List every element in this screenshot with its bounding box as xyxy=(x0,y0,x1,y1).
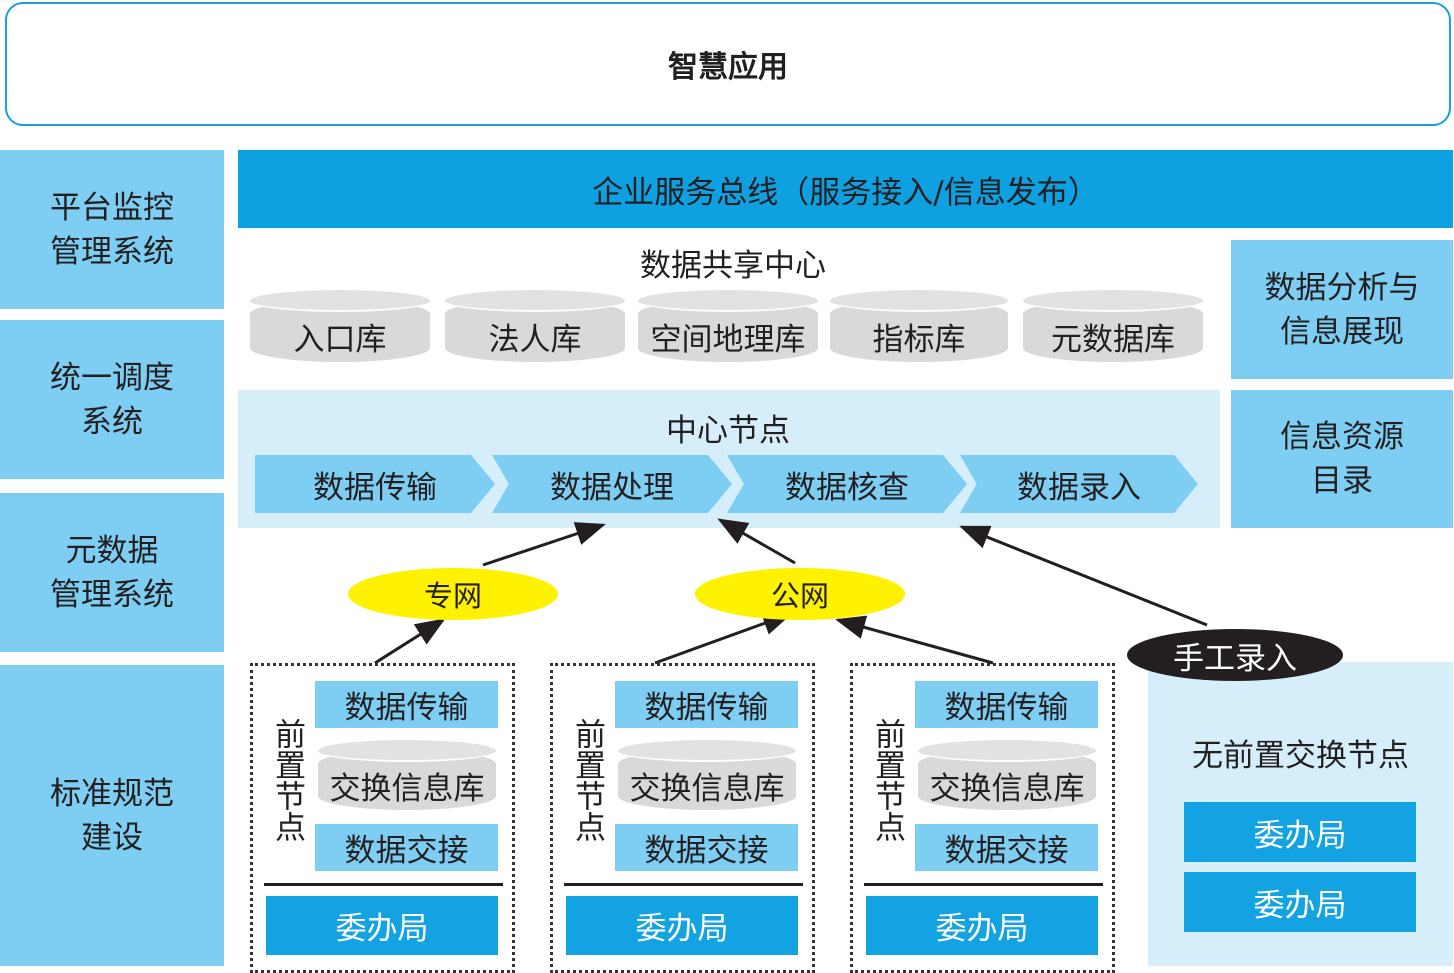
data-sharing-center-title: 数据共享中心 xyxy=(640,247,826,284)
arrow-front3-to-public xyxy=(835,615,994,665)
front-data-transfer: 数据传输 xyxy=(315,681,498,728)
front-data-handover: 数据交接 xyxy=(915,824,1098,871)
data-analysis-display: 数据分析与 信息展现 xyxy=(1231,240,1453,379)
database-legal-person: 法人库 xyxy=(445,290,625,362)
arrow-public-to-verification xyxy=(717,518,796,565)
bureau-box: 委办局 xyxy=(1184,872,1416,932)
exchange-info-database: 交换信息库 xyxy=(618,740,796,810)
step-data-verification: 数据核查 xyxy=(727,455,967,513)
database-spatial-geo: 空间地理库 xyxy=(638,290,818,362)
bureau-box: 委办局 xyxy=(566,896,798,955)
bureau-box: 委办局 xyxy=(266,896,498,955)
front-data-handover: 数据交接 xyxy=(615,824,798,871)
center-node-title: 中心节点 xyxy=(666,412,790,449)
public-network-ellipse: 公网 xyxy=(695,568,905,620)
platform-monitoring-system: 平台监控 管理系统 xyxy=(0,150,224,309)
arrow-private-to-processing xyxy=(482,522,606,567)
front-data-transfer: 数据传输 xyxy=(615,681,798,728)
database-metadata: 元数据库 xyxy=(1023,290,1203,362)
divider-line xyxy=(864,883,1103,886)
arrow-manual-to-entry xyxy=(959,525,1208,627)
step-data-transfer: 数据传输 xyxy=(255,455,495,513)
info-resource-catalog: 信息资源 目录 xyxy=(1231,390,1453,528)
private-network-ellipse: 专网 xyxy=(348,568,558,620)
database-indicator: 指标库 xyxy=(830,290,1008,362)
step-data-entry: 数据录入 xyxy=(960,455,1198,513)
smart-application-box: 智慧应用 xyxy=(5,2,1451,126)
bureau-box: 委办局 xyxy=(1184,802,1416,862)
front-data-handover: 数据交接 xyxy=(315,824,498,871)
manual-entry-ellipse: 手工录入 xyxy=(1127,629,1343,681)
front-node-label: 前置节点 xyxy=(869,718,905,842)
unified-scheduling-system: 统一调度 系统 xyxy=(0,320,224,479)
step-data-processing: 数据处理 xyxy=(492,455,732,513)
divider-line xyxy=(564,883,803,886)
exchange-info-database: 交换信息库 xyxy=(318,740,496,810)
bureau-box: 委办局 xyxy=(866,896,1098,955)
database-population: 入口库 xyxy=(250,290,430,362)
metadata-management-system: 元数据 管理系统 xyxy=(0,493,224,652)
front-data-transfer: 数据传输 xyxy=(915,681,1098,728)
divider-line xyxy=(264,883,503,886)
enterprise-service-bus: 企业服务总线（服务接入/信息发布） xyxy=(238,150,1453,228)
standards-construction: 标准规范 建设 xyxy=(0,665,224,966)
front-node-label: 前置节点 xyxy=(569,718,605,842)
arrow-front1-to-private xyxy=(374,618,446,665)
exchange-info-database: 交换信息库 xyxy=(918,740,1096,810)
no-front-node-title: 无前置交换节点 xyxy=(1192,737,1409,774)
arrow-front2-to-public xyxy=(654,611,793,665)
front-node-label: 前置节点 xyxy=(269,718,305,842)
